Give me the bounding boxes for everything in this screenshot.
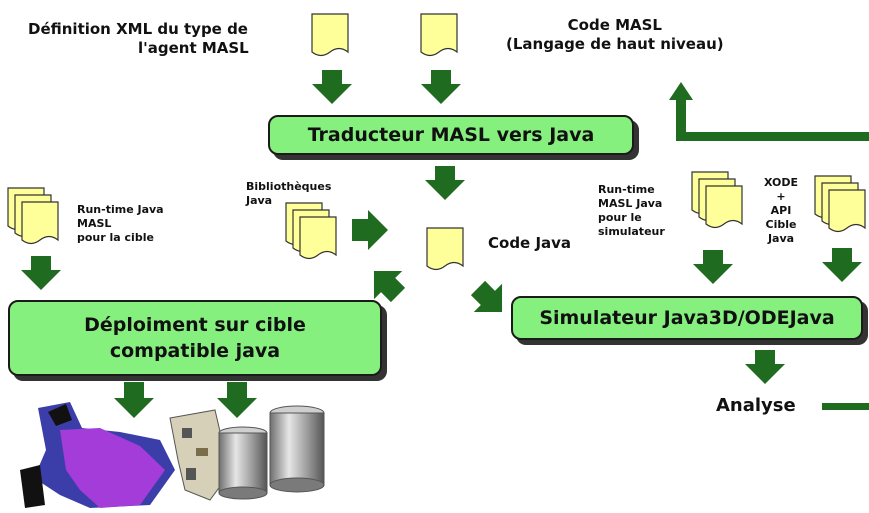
analyse-line [822, 403, 869, 410]
runtime-sim-label: Run-time MASL Java pour le simulateur [598, 183, 665, 238]
simulateur-box: Simulateur Java3D/ODEJava [511, 296, 863, 340]
arrow-down-icon [425, 166, 465, 200]
arrow-down-icon [114, 382, 154, 418]
xode-documents-icon [814, 175, 866, 233]
deploiement-label-line2: compatible java [109, 340, 281, 362]
robot-canister-image [269, 405, 325, 493]
xode-label: XODE + API Cible Java [763, 176, 799, 245]
deploiement-box: Déploiment sur cible compatible java [8, 300, 382, 376]
analyse-label: Analyse [716, 395, 796, 416]
traducteur-label: Traducteur MASL vers Java [307, 124, 595, 146]
arrow-right-icon [352, 210, 388, 250]
traducteur-box: Traducteur MASL vers Java [268, 115, 634, 155]
masl-def-document-icon [311, 13, 349, 57]
arrow-diagonal-icon [373, 270, 406, 303]
arrow-down-icon [21, 256, 61, 290]
circuit-board-image [169, 409, 233, 501]
arrow-down-icon [217, 382, 257, 418]
code-masl-label: Code MASL (Langage de haut niveau) [506, 16, 724, 53]
robot-canister-image [218, 426, 268, 500]
arrow-diagonal-icon [470, 280, 503, 313]
arrow-down-icon [693, 250, 733, 284]
masl-code-document-icon [420, 13, 458, 57]
arrow-down-icon [312, 70, 352, 104]
runtime-sim-documents-icon [691, 171, 743, 229]
deploiement-label-line1: Déploiment sur cible [84, 314, 306, 336]
feedback-line [676, 132, 869, 141]
runtime-cible-documents-icon [7, 187, 59, 245]
arrow-up-icon [669, 82, 693, 137]
arrow-down-icon [822, 248, 862, 282]
simulateur-label: Simulateur Java3D/ODEJava [539, 307, 835, 329]
code-java-label: Code Java [488, 234, 572, 252]
xml-def-label: Définition XML du type de l'agent MASL [28, 20, 249, 57]
arrow-down-icon [745, 350, 785, 384]
runtime-cible-label: Run-time Java MASL pour la cible [77, 203, 164, 244]
bibliotheques-label: Bibliothèques Java [246, 180, 332, 207]
arrow-down-icon [421, 70, 461, 104]
code-java-document-icon [426, 227, 464, 271]
bibliotheques-documents-icon [285, 202, 337, 260]
robot-dog-image [20, 402, 175, 508]
